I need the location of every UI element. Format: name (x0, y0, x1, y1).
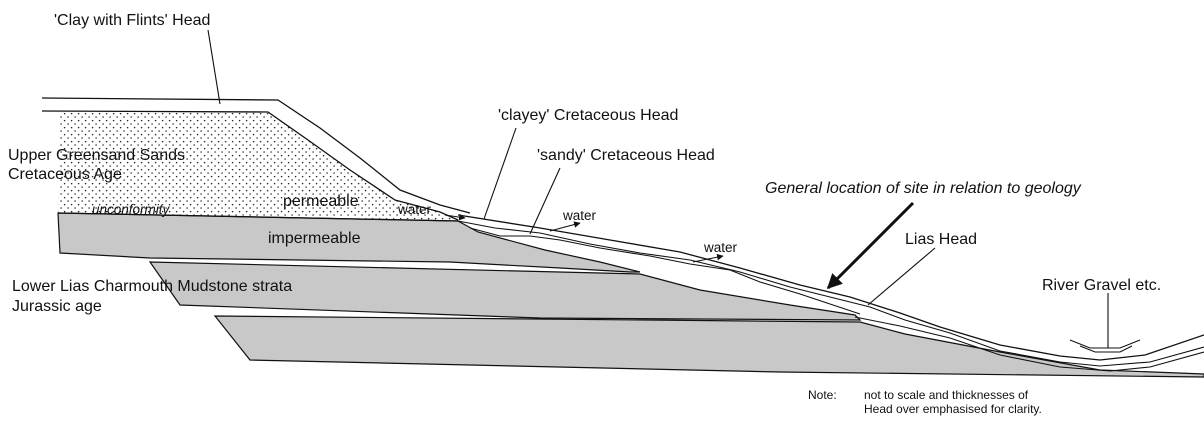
note-line-1: not to scale and thicknesses of (864, 388, 1029, 402)
water-label-3: water (703, 240, 738, 255)
site-location-label: General location of site in relation to … (765, 180, 1082, 197)
lias-head-label: Lias Head (905, 231, 977, 248)
unconformity-label: unconformity (92, 202, 171, 217)
clayey-head-label: 'clayey' Cretaceous Head (498, 107, 678, 124)
lower-lias-label: Lower Lias Charmouth Mudstone strata (12, 278, 292, 295)
water-arrow-2 (550, 223, 580, 231)
cretaceous-age-label: Cretaceous Age (8, 166, 122, 183)
sandy-head-label: 'sandy' Cretaceous Head (537, 147, 715, 164)
note-line-2: Head over emphasised for clarity. (864, 402, 1042, 416)
permeable-label: permeable (283, 193, 359, 210)
upper-greensand-label: Upper Greensand Sands (8, 147, 185, 164)
water-label-1: water (397, 202, 432, 217)
river-gravel-label: River Gravel etc. (1042, 277, 1161, 294)
clay-flints-head-label: 'Clay with Flints' Head (54, 12, 210, 29)
jurassic-age-label: Jurassic age (12, 298, 102, 315)
sandy-head-leader (530, 168, 560, 234)
mudstone-band-3 (215, 316, 1204, 377)
impermeable-label: impermeable (268, 230, 361, 247)
clay-flints-leader (208, 30, 220, 104)
site-location-arrow (828, 203, 913, 288)
clayey-head-leader (484, 128, 516, 219)
water-label-2: water (562, 208, 597, 223)
note-label: Note: (808, 388, 837, 402)
lias-head-leader (868, 248, 935, 305)
